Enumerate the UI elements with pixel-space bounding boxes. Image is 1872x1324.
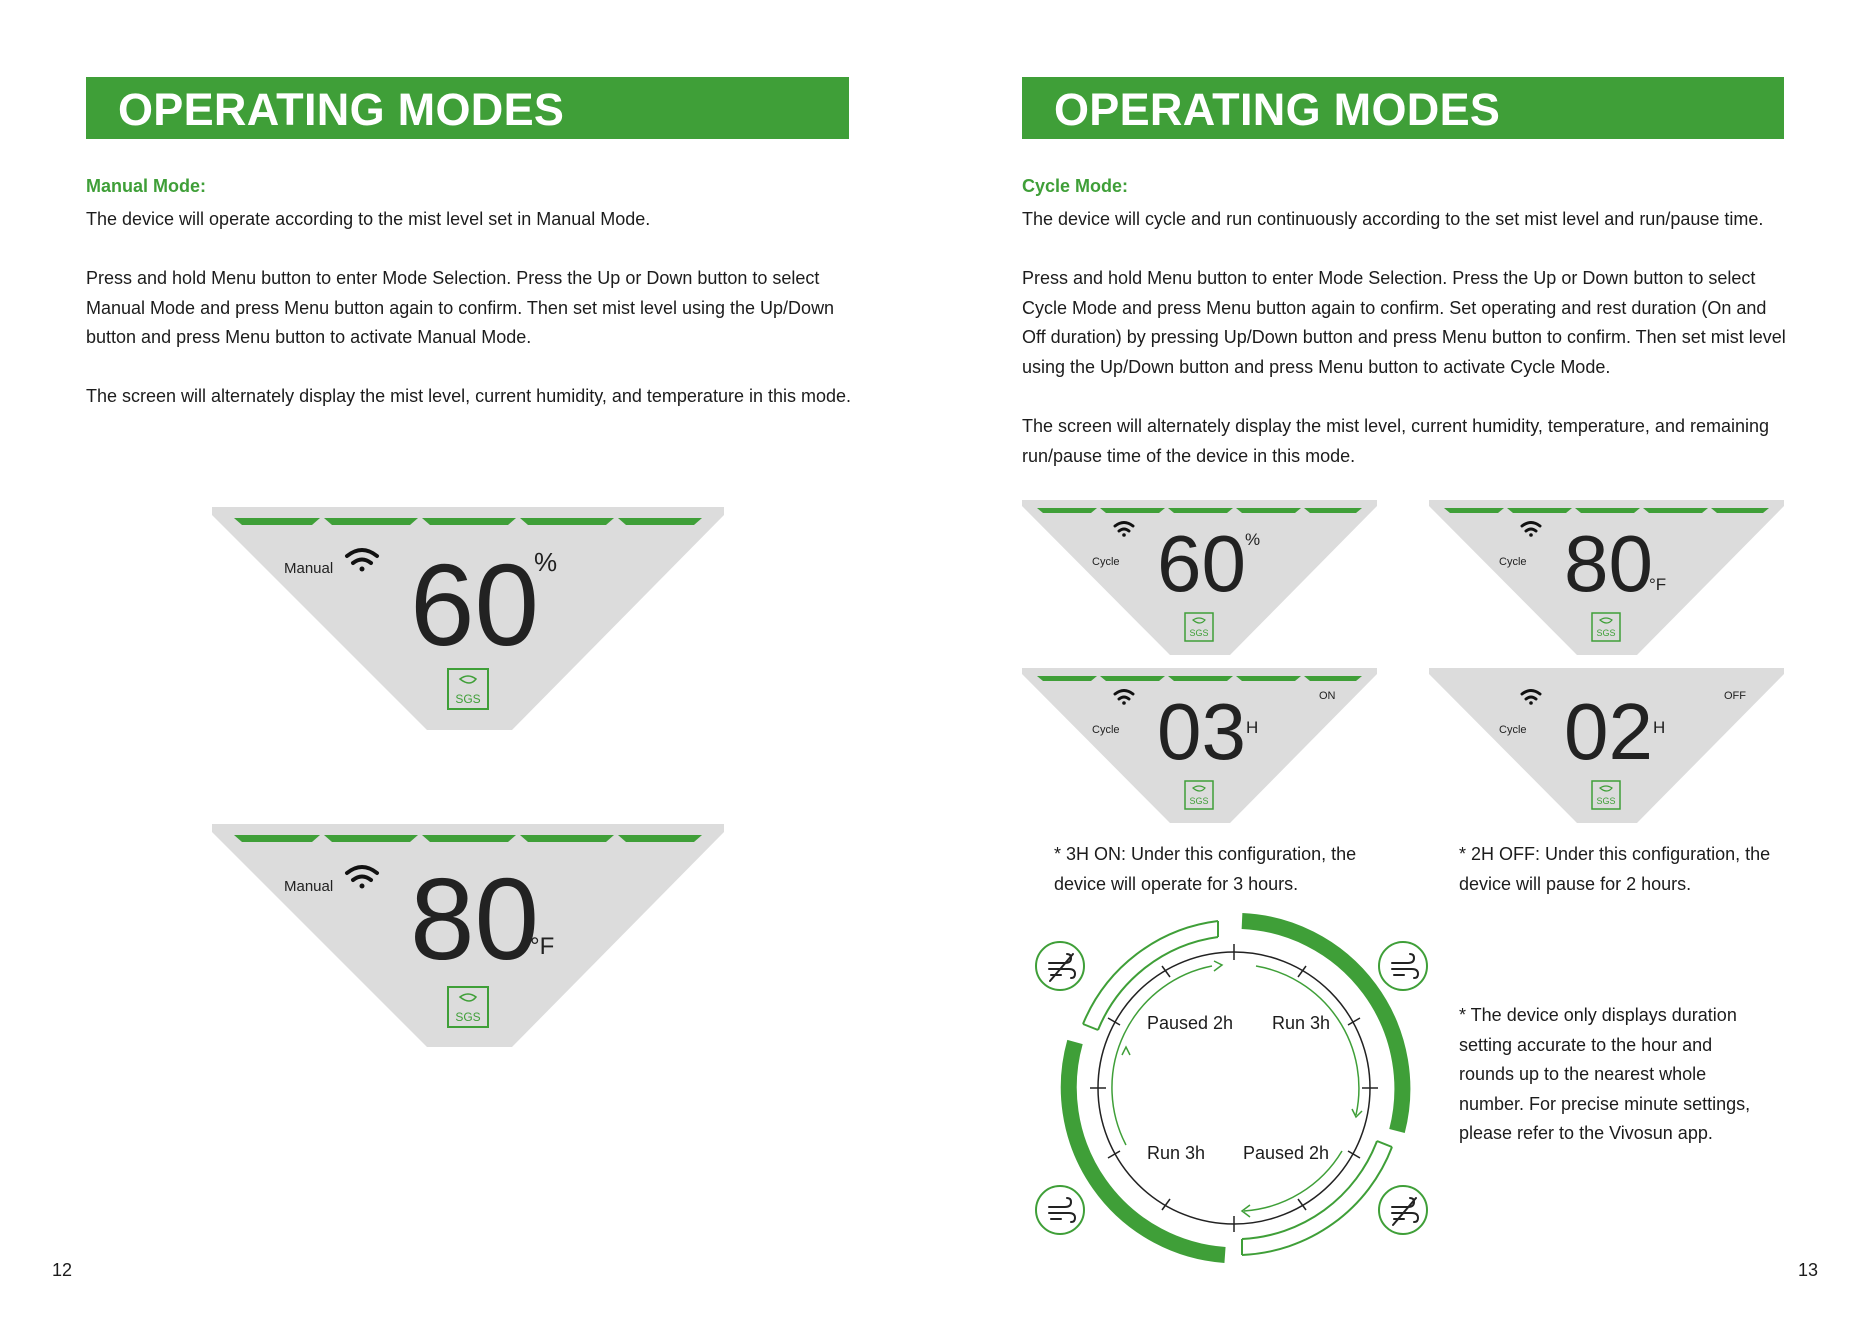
- pause-arc-top-left-inner: [1097, 936, 1219, 1031]
- left-banner: OPERATING MODES: [86, 77, 849, 139]
- unit-label: °F: [530, 933, 554, 960]
- run-arc-left: [1060, 1039, 1226, 1263]
- cycle-mode-para-2: Press and hold Menu button to enter Mode…: [1022, 268, 1786, 377]
- cycle-display-temperature: Cycle 80 °F SGS: [1429, 500, 1784, 657]
- mist-off-icon: [1378, 1185, 1428, 1235]
- cycle-mode-label: Cycle: [1092, 556, 1120, 568]
- sgs-badge: SGS: [1184, 612, 1214, 642]
- note-rounding: * The device only displays duration sett…: [1459, 1005, 1751, 1143]
- wifi-icon: [1113, 521, 1135, 537]
- pause-arc-bottom-right-inner: [1241, 1140, 1378, 1240]
- digit-value: 03: [1157, 687, 1246, 776]
- digit-value: 60: [410, 540, 539, 670]
- wifi-icon: [1520, 689, 1542, 705]
- status-label: ON: [1319, 690, 1336, 702]
- cycle-mode-heading: Cycle Mode:: [1022, 176, 1129, 196]
- note-on-config: * 3H ON: Under this configuration, the d…: [1054, 844, 1357, 894]
- cycle-mode-label: Cycle: [1092, 724, 1120, 736]
- mist-on-icon: [1035, 1185, 1085, 1235]
- sgs-badge: SGS: [1591, 612, 1621, 642]
- manual-display-temperature: Manual 80 °F SGS: [212, 824, 724, 1050]
- pause-arc-top-left: [1082, 920, 1219, 1025]
- manual-mode-label: Manual: [284, 878, 333, 895]
- sgs-badge: SGS: [1591, 780, 1621, 810]
- cycle-mode-para-3: The screen will alternately display the …: [1022, 416, 1769, 466]
- note-off-config: * 2H OFF: Under this configuration, the …: [1459, 844, 1771, 894]
- svg-text:SGS: SGS: [1596, 796, 1615, 806]
- digit-value: 80: [410, 854, 539, 984]
- manual-mode-para-3: The screen will alternately display the …: [86, 386, 852, 406]
- status-label: OFF: [1724, 690, 1746, 702]
- wifi-icon: [1113, 689, 1135, 705]
- svg-text:SGS: SGS: [455, 692, 480, 706]
- manual-mode-label: Manual: [284, 560, 333, 577]
- unit-label: %: [534, 547, 557, 577]
- unit-label: H: [1246, 718, 1258, 737]
- digit-value: 80: [1564, 519, 1653, 608]
- right-banner: OPERATING MODES: [1022, 77, 1784, 139]
- label-paused-bottom: Paused 2h: [1243, 1143, 1330, 1163]
- page-number-right: 13: [1798, 1260, 1819, 1280]
- svg-text:SGS: SGS: [1596, 628, 1615, 638]
- run-arc-right: [1241, 913, 1411, 1134]
- sgs-badge: SGS: [1184, 780, 1214, 810]
- manual-mode-para-2: Press and hold Menu button to enter Mode…: [86, 268, 835, 347]
- wifi-icon: [345, 865, 379, 889]
- wifi-icon: [345, 548, 379, 572]
- label-run-bottom: Run 3h: [1147, 1143, 1206, 1163]
- mist-on-icon: [1378, 941, 1428, 991]
- cycle-mode-label: Cycle: [1499, 556, 1527, 568]
- digit-value: 60: [1157, 519, 1246, 608]
- label-paused-top: Paused 2h: [1147, 1013, 1234, 1033]
- manual-display-humidity: Manual 60 % SGS: [212, 507, 724, 733]
- svg-text:SGS: SGS: [455, 1010, 480, 1024]
- cycle-display-humidity: Cycle 60 % SGS: [1022, 500, 1377, 657]
- sgs-badge: SGS: [447, 668, 489, 710]
- digit-value: 02: [1564, 687, 1653, 776]
- cycle-display-off-hours: Cycle 02 H OFF SGS: [1429, 668, 1784, 825]
- unit-label: °F: [1649, 575, 1666, 594]
- manual-mode-heading: Manual Mode:: [86, 176, 206, 196]
- label-run-top: Run 3h: [1272, 1013, 1331, 1033]
- pause-arc-bottom-right: [1241, 1146, 1393, 1256]
- svg-text:SGS: SGS: [1189, 628, 1208, 638]
- mist-off-icon: [1035, 941, 1085, 991]
- cycle-mode-label: Cycle: [1499, 724, 1527, 736]
- cycle-display-on-hours: Cycle 03 H ON SGS: [1022, 668, 1377, 825]
- sgs-badge: SGS: [447, 986, 489, 1028]
- manual-mode-para-1: The device will operate according to the…: [86, 209, 651, 229]
- cycle-mode-para-1: The device will cycle and run continuous…: [1022, 209, 1764, 229]
- unit-label: H: [1653, 718, 1665, 737]
- page-number-left: 12: [52, 1260, 73, 1280]
- wifi-icon: [1520, 521, 1542, 537]
- svg-text:SGS: SGS: [1189, 796, 1208, 806]
- cycle-diagram: [1030, 913, 1430, 1265]
- unit-label: %: [1245, 530, 1260, 549]
